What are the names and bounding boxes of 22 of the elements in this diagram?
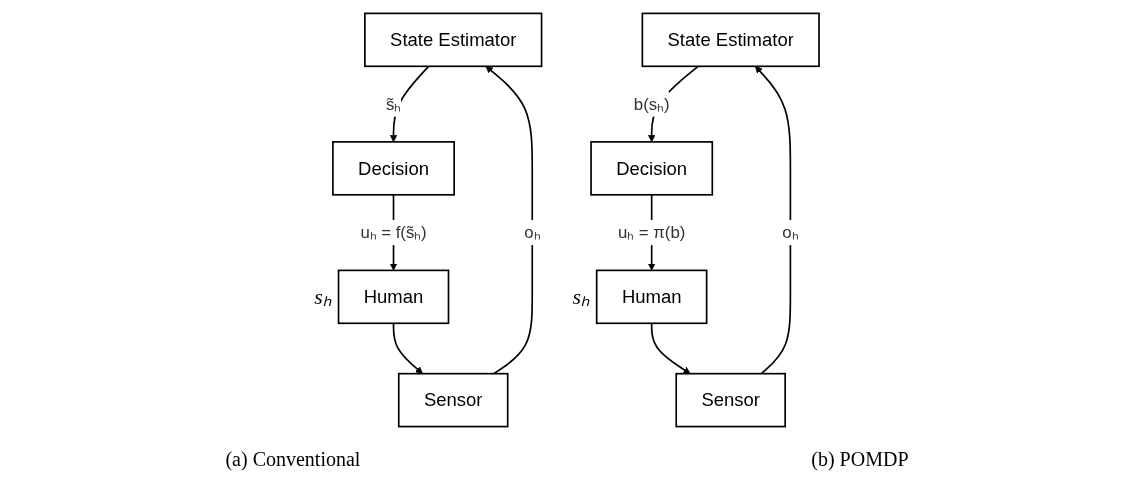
edge-label: s̃ₕ <box>386 94 402 114</box>
edge-label: uₕ = π(b) <box>618 223 686 242</box>
panel-caption: (a) Conventional <box>225 448 361 471</box>
edge-label: uₕ = f(s̃ₕ) <box>360 223 427 242</box>
node-box: Decision <box>590 141 714 196</box>
arrow <box>392 322 424 374</box>
node-box: Sensor <box>398 372 509 428</box>
node-box: Human <box>596 269 708 325</box>
node-box: Human <box>338 269 450 325</box>
arrow <box>651 322 691 374</box>
arrow <box>755 65 792 375</box>
edge-label: b(sₕ) <box>634 94 670 114</box>
node-box: State Estimator <box>364 12 543 68</box>
state-symbol: sₕ <box>572 284 591 309</box>
node-box: State Estimator <box>641 12 821 68</box>
state-symbol: sₕ <box>314 284 333 309</box>
edge-label: oₕ <box>524 223 541 242</box>
node-box: Decision <box>332 141 456 196</box>
node-box: Sensor <box>675 372 787 428</box>
edge-label: oₕ <box>782 223 799 242</box>
arrow <box>485 65 534 375</box>
panel-caption: (b) POMDP <box>811 448 909 471</box>
